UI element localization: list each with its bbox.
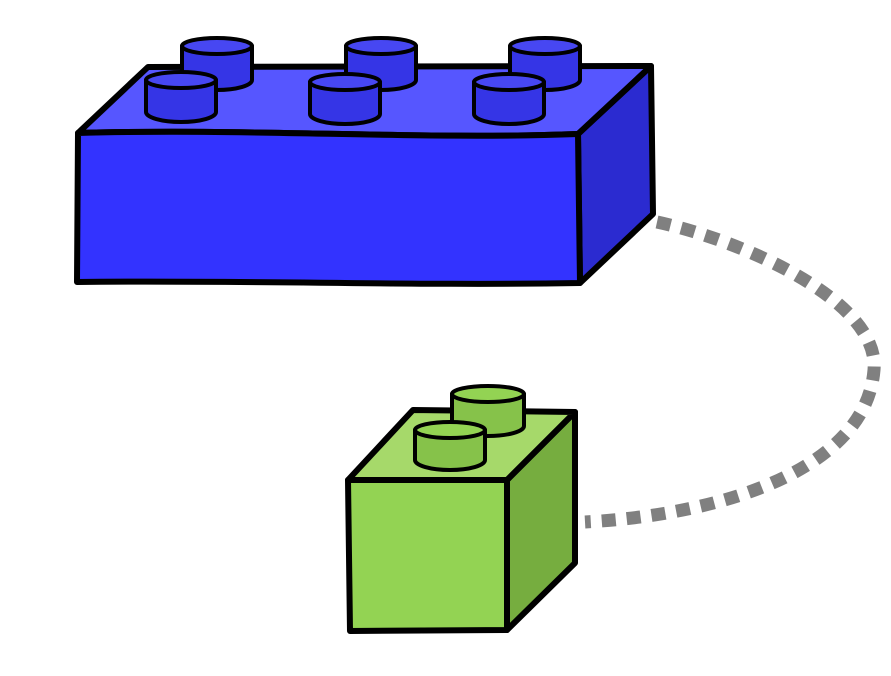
small-brick xyxy=(345,384,578,634)
stud xyxy=(472,72,546,126)
dotted-connector-line xyxy=(584,215,881,529)
stud xyxy=(308,72,382,126)
small-brick-front-face xyxy=(345,477,510,634)
large-brick-front-face xyxy=(74,128,583,287)
stud xyxy=(413,420,487,472)
stud xyxy=(144,70,218,124)
large-brick xyxy=(74,36,656,287)
